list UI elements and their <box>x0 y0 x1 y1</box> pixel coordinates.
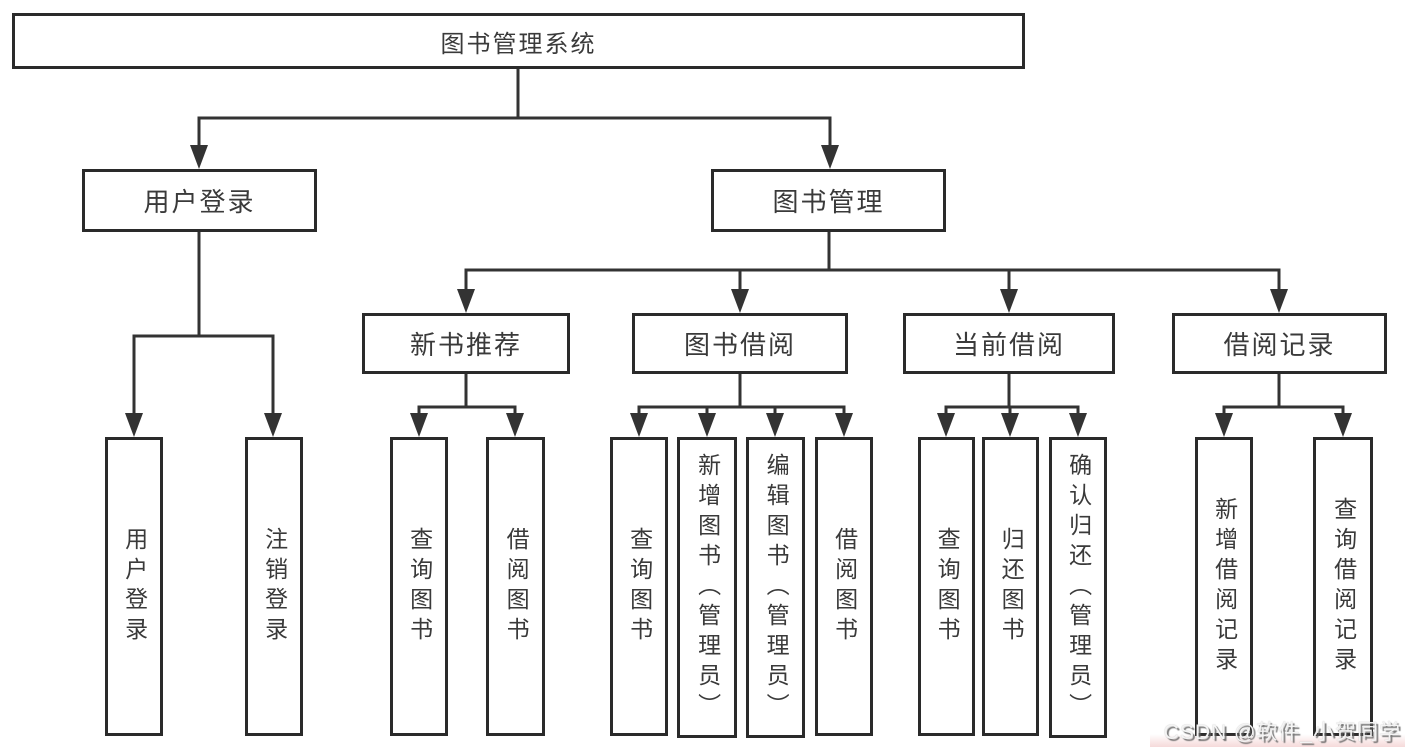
leaf-logout-label: 注销登录 <box>261 526 288 647</box>
node-book-borrow: 图书借阅 <box>632 313 848 374</box>
leaf-logout: 注销登录 <box>245 437 303 736</box>
node-user-login: 用户登录 <box>82 169 317 232</box>
leaf-cb-query-book: 查询图书 <box>918 437 975 736</box>
leaf-br-add-record-label: 新增借阅记录 <box>1211 496 1238 677</box>
leaf-br-query-record-label: 查询借阅记录 <box>1330 496 1357 677</box>
leaf-bb-query-book: 查询图书 <box>610 437 668 736</box>
leaf-cb-confirm-return-admin: 确认归还（管理员） <box>1049 437 1107 738</box>
leaf-bb-query-book-label: 查询图书 <box>626 526 653 647</box>
leaf-bb-borrow-book: 借阅图书 <box>815 437 873 736</box>
node-current-borrow: 当前借阅 <box>903 313 1115 374</box>
leaf-bb-edit-book-admin-label: 编辑图书（管理员） <box>763 452 790 723</box>
leaf-cb-query-book-label: 查询图书 <box>934 526 961 647</box>
leaf-bb-edit-book-admin: 编辑图书（管理员） <box>746 437 805 738</box>
leaf-cb-return-book: 归还图书 <box>982 437 1039 736</box>
csdn-watermark: CSDN @软件_小贺同学 <box>1163 721 1401 744</box>
node-root: 图书管理系统 <box>12 13 1025 69</box>
node-book-management: 图书管理 <box>711 169 946 232</box>
leaf-bb-add-book-admin-label: 新增图书（管理员） <box>694 452 721 723</box>
connector-lines <box>132 69 1345 420</box>
leaf-cb-return-book-label: 归还图书 <box>998 526 1025 647</box>
leaf-br-add-record: 新增借阅记录 <box>1195 437 1253 736</box>
leaf-bb-borrow-book-label: 借阅图书 <box>831 526 858 647</box>
leaf-user-login: 用户登录 <box>105 437 163 736</box>
leaf-nbr-query-book-label: 查询图书 <box>406 526 433 647</box>
leaf-br-query-record: 查询借阅记录 <box>1313 437 1373 736</box>
leaf-cb-confirm-return-admin-label: 确认归还（管理员） <box>1065 452 1092 723</box>
connector-arrowheads <box>125 145 1352 437</box>
leaf-user-login-label: 用户登录 <box>121 526 148 647</box>
node-new-book-recommend: 新书推荐 <box>362 313 570 374</box>
leaf-nbr-borrow-book: 借阅图书 <box>486 437 545 736</box>
leaf-nbr-query-book: 查询图书 <box>390 437 448 736</box>
node-borrow-records: 借阅记录 <box>1172 313 1387 374</box>
leaf-bb-add-book-admin: 新增图书（管理员） <box>677 437 737 738</box>
leaf-nbr-borrow-book-label: 借阅图书 <box>503 526 530 647</box>
